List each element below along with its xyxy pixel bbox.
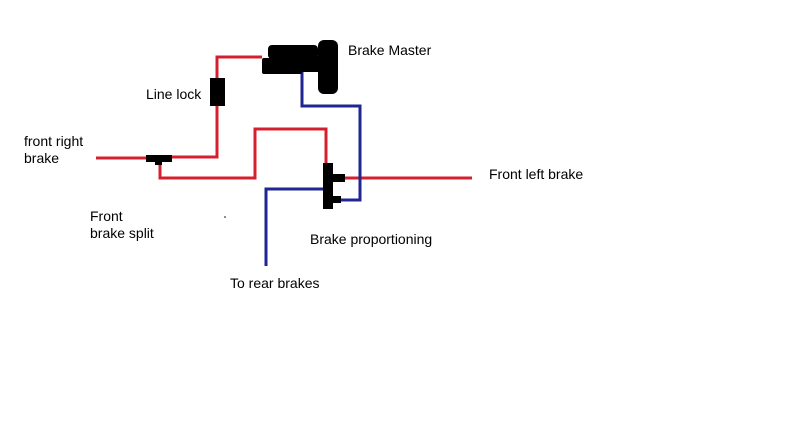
front-brake-split-label-line2: brake split [90,225,154,241]
components [146,40,345,209]
front-brake-split-tee [146,155,172,165]
split-to-proportioning-line [158,127,328,180]
brake-proportioning-label: Brake proportioning [310,231,433,247]
master-to-proportioning-line [300,72,362,202]
front-brake-split-label-line1: Front [90,208,123,224]
line-lock-label: Line lock [146,86,202,102]
brake-master-cylinder [262,40,338,94]
master-to-line-lock-line [215,55,262,80]
front-brake-split-label: Front brake split [90,208,154,242]
brake-master-label: Brake Master [348,42,432,58]
front-left-brake-label: Front left brake [489,166,584,182]
front-right-brake-label: front right brake [24,133,83,167]
front-right-brake-label-line2: brake [24,150,60,166]
stray-dot [224,216,226,218]
to-rear-brakes-label: To rear brakes [230,275,320,291]
brake-proportioning-valve [323,163,345,209]
rear-brake-lines [264,72,362,266]
proportioning-to-rear-line [264,187,324,266]
front-right-brake-label-line1: front right [24,133,84,149]
line-lock-valve [210,78,225,106]
line-lock-to-split-line [172,104,219,159]
front-brake-lines [96,55,472,180]
